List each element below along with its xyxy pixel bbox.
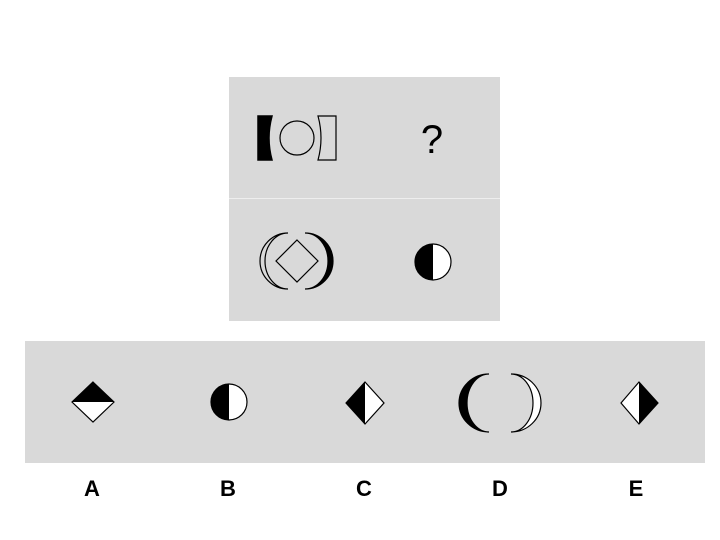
option-label-d[interactable]: D xyxy=(492,476,508,501)
option-label-e[interactable]: E xyxy=(628,476,644,501)
crescent-diamond-crescent-icon xyxy=(259,232,334,290)
option-label-b[interactable]: B xyxy=(220,476,236,501)
option-e-figure[interactable] xyxy=(618,380,662,426)
option-b-figure[interactable] xyxy=(207,380,251,424)
option-a-figure[interactable] xyxy=(70,380,116,424)
option-d-figure[interactable] xyxy=(455,372,549,434)
bracket-circle-bracket-icon xyxy=(257,115,337,161)
half-filled-circle-icon xyxy=(414,243,452,281)
question-mark: ? xyxy=(420,118,444,162)
option-c-figure[interactable] xyxy=(343,380,387,426)
option-label-a[interactable]: A xyxy=(84,476,100,501)
option-label-c[interactable]: C xyxy=(356,476,372,501)
row-divider xyxy=(229,198,500,199)
question-panel xyxy=(229,77,500,321)
